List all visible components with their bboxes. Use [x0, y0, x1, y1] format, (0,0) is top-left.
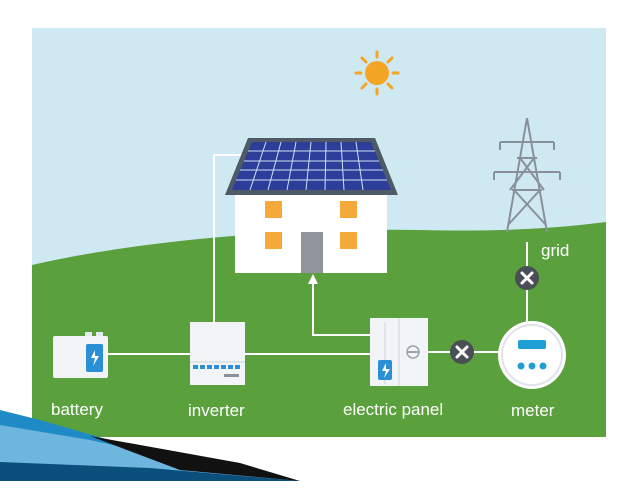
slide-arrow-decoration — [0, 410, 300, 481]
transmission-tower-icon — [493, 117, 561, 233]
label-inverter: inverter — [188, 401, 245, 420]
label-electric-panel: electric panel — [343, 400, 444, 419]
meter-icon — [498, 321, 566, 389]
house-icon — [235, 188, 387, 273]
switch-x-icon — [450, 340, 474, 364]
label-meter: meter — [511, 401, 555, 420]
wiring — [108, 154, 528, 355]
arrow-to-house — [308, 274, 318, 284]
label-grid: grid — [541, 241, 570, 260]
inverter-icon — [190, 322, 245, 385]
sun-icon — [354, 50, 400, 96]
electric-panel-icon — [370, 318, 428, 386]
battery-icon — [53, 332, 108, 378]
label-battery: battery — [51, 400, 103, 419]
grid-switch-x-icon — [515, 266, 539, 290]
solar-panel-icon — [225, 138, 398, 195]
ground — [32, 222, 606, 437]
